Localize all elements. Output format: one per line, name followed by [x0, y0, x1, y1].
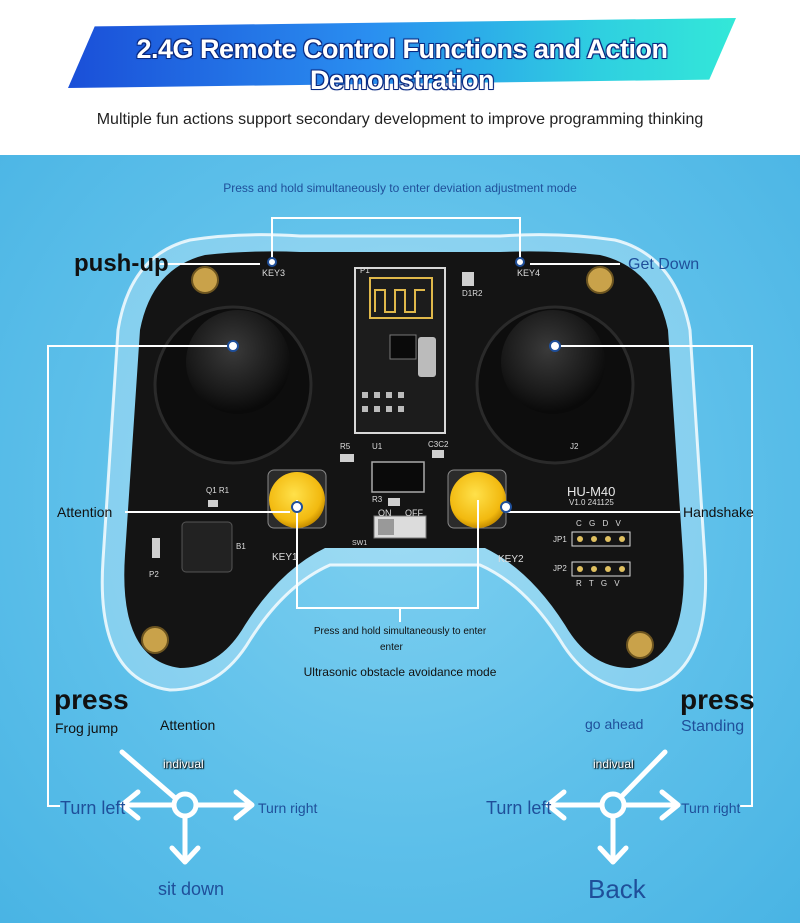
- get-down-label: Get Down: [628, 256, 700, 273]
- ultrasonic-instruction-note: Press and hold simultaneously to enter: [313, 626, 487, 637]
- model-silkscreen: HU-M40: [567, 484, 616, 499]
- d1r2-silkscreen: D1R2: [462, 289, 483, 298]
- key1-silkscreen: KEY1: [272, 552, 298, 563]
- title-banner: [68, 18, 736, 88]
- left-turn-right-label: Turn right: [258, 800, 318, 816]
- left-press-label: press: [54, 684, 129, 715]
- r3-silkscreen: R3: [372, 495, 383, 504]
- left-up-action: Attention: [160, 717, 216, 733]
- right-press-action: Standing: [681, 718, 745, 735]
- version-silkscreen: V1.0 241125: [569, 498, 614, 507]
- b1-silkscreen: B1: [236, 542, 246, 551]
- jp2-pins-silkscreen: R T G V: [576, 579, 620, 588]
- handshake-label: Handshake: [683, 504, 754, 520]
- jp2-silkscreen: JP2: [553, 564, 567, 573]
- switch-on-silkscreen: ON: [378, 508, 392, 518]
- r5-silkscreen: R5: [340, 442, 351, 451]
- left-press-action: Frog jump: [55, 720, 119, 736]
- p2-silkscreen: P2: [149, 570, 159, 579]
- sw1-silkscreen: SW1: [352, 540, 368, 547]
- u1-silkscreen: U1: [372, 442, 383, 451]
- left-turn-left-label: Turn left: [60, 798, 126, 818]
- j2-silkscreen: J2: [570, 442, 579, 451]
- p1-silkscreen: P1: [360, 266, 370, 275]
- left-center-label: indivual: [163, 757, 204, 771]
- right-center-label: indivual: [593, 757, 634, 771]
- jp1-pins-silkscreen: C G D V: [576, 519, 621, 528]
- right-turn-right-label: Turn right: [681, 800, 741, 816]
- key4-silkscreen: KEY4: [517, 268, 541, 278]
- right-turn-left-label: Turn left: [486, 798, 552, 818]
- switch-off-silkscreen: OFF: [405, 508, 423, 518]
- push-up-label: push-up: [74, 250, 169, 277]
- ultrasonic-mode-label: Ultrasonic obstacle avoidance mode: [303, 665, 497, 679]
- left-down-action: sit down: [158, 879, 225, 899]
- page-title: 2.4G Remote Control Functions and Action…: [136, 34, 668, 95]
- c3c2-silkscreen: C3C2: [428, 440, 449, 449]
- key3-silkscreen: KEY3: [262, 268, 286, 278]
- q1r1-silkscreen: Q1 R1: [206, 486, 230, 495]
- attention-label: Attention: [57, 504, 113, 520]
- deviation-mode-note: Press and hold simultaneously to enter d…: [223, 181, 577, 195]
- right-down-action: Back: [588, 874, 646, 904]
- key2-silkscreen: KEY2: [498, 554, 524, 565]
- jp1-silkscreen: JP1: [553, 535, 567, 544]
- header: 2.4G Remote Control Functions and Action…: [0, 0, 800, 155]
- right-up-action: go ahead: [585, 716, 644, 732]
- page-subtitle: Multiple fun actions support secondary d…: [96, 111, 704, 128]
- right-press-label: press: [680, 684, 755, 715]
